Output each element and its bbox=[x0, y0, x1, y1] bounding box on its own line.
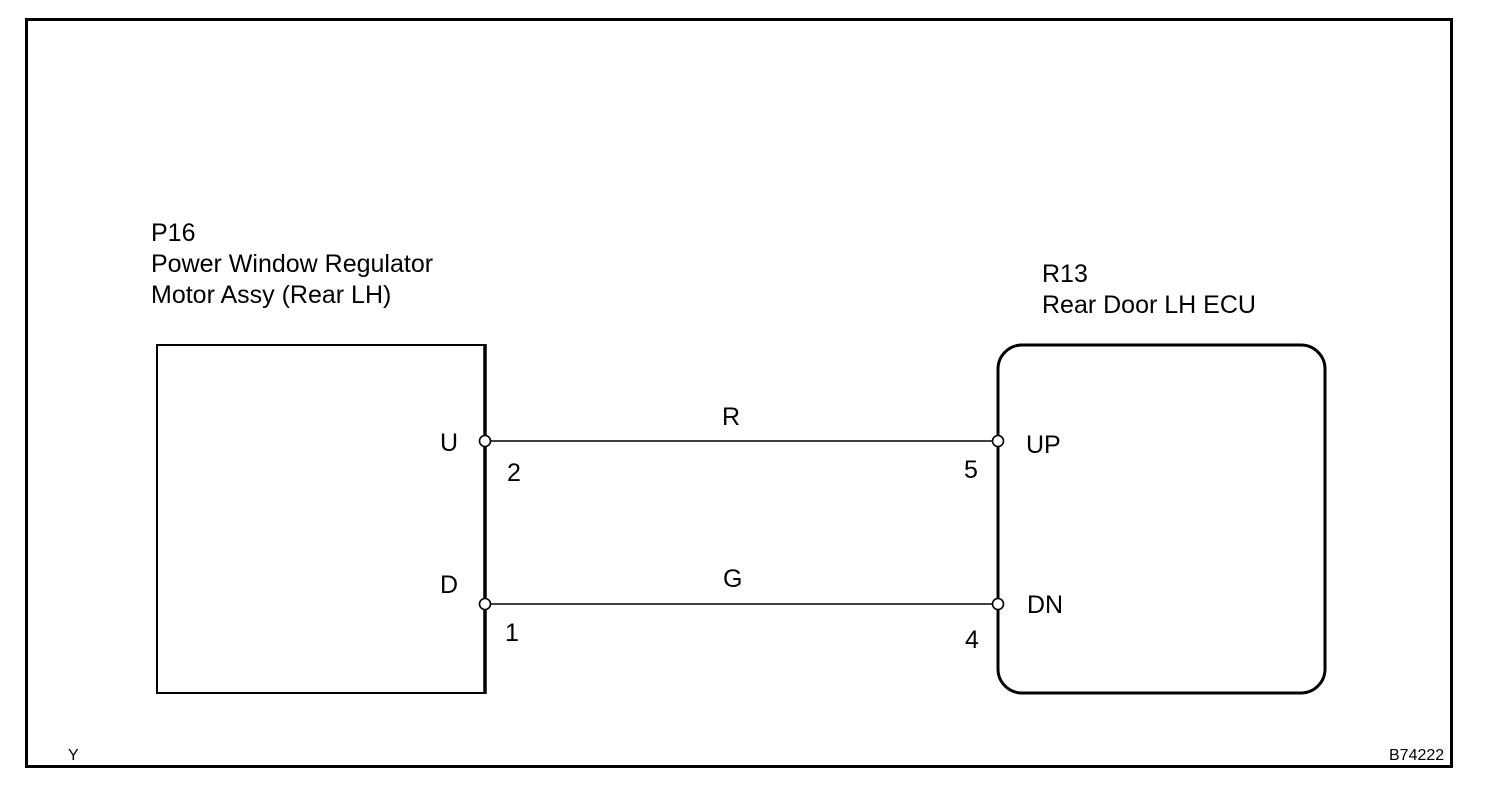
figure-id: B74222 bbox=[1389, 747, 1445, 764]
wire-r-label: R bbox=[722, 403, 741, 431]
wire-g-label: G bbox=[723, 565, 743, 593]
terminal-d-circle bbox=[478, 597, 492, 611]
pin-2-label: 2 bbox=[507, 459, 521, 487]
motor-assy-name-line1: Power Window Regulator bbox=[151, 250, 434, 278]
terminal-u-label: U bbox=[440, 429, 459, 457]
terminal-dn-label: DN bbox=[1027, 591, 1064, 619]
ecu-code: R13 bbox=[1042, 260, 1088, 288]
footer-left-mark: Y bbox=[68, 747, 79, 764]
pin-4-label: 4 bbox=[965, 626, 979, 654]
ecu-name: Rear Door LH ECU bbox=[1042, 291, 1256, 319]
motor-assy-name-line2: Motor Assy (Rear LH) bbox=[151, 281, 392, 309]
motor-assy-box bbox=[156, 344, 486, 694]
pin-5-label: 5 bbox=[964, 456, 978, 484]
ecu-box bbox=[996, 343, 1327, 695]
terminal-up-circle bbox=[991, 434, 1005, 448]
diagram-frame bbox=[25, 18, 1453, 768]
terminal-u-circle bbox=[478, 434, 492, 448]
pin-1-label: 1 bbox=[505, 619, 519, 647]
terminal-d-label: D bbox=[440, 571, 459, 599]
terminal-up-label: UP bbox=[1026, 431, 1061, 459]
motor-assy-code: P16 bbox=[151, 219, 196, 247]
terminal-dn-circle bbox=[991, 597, 1005, 611]
